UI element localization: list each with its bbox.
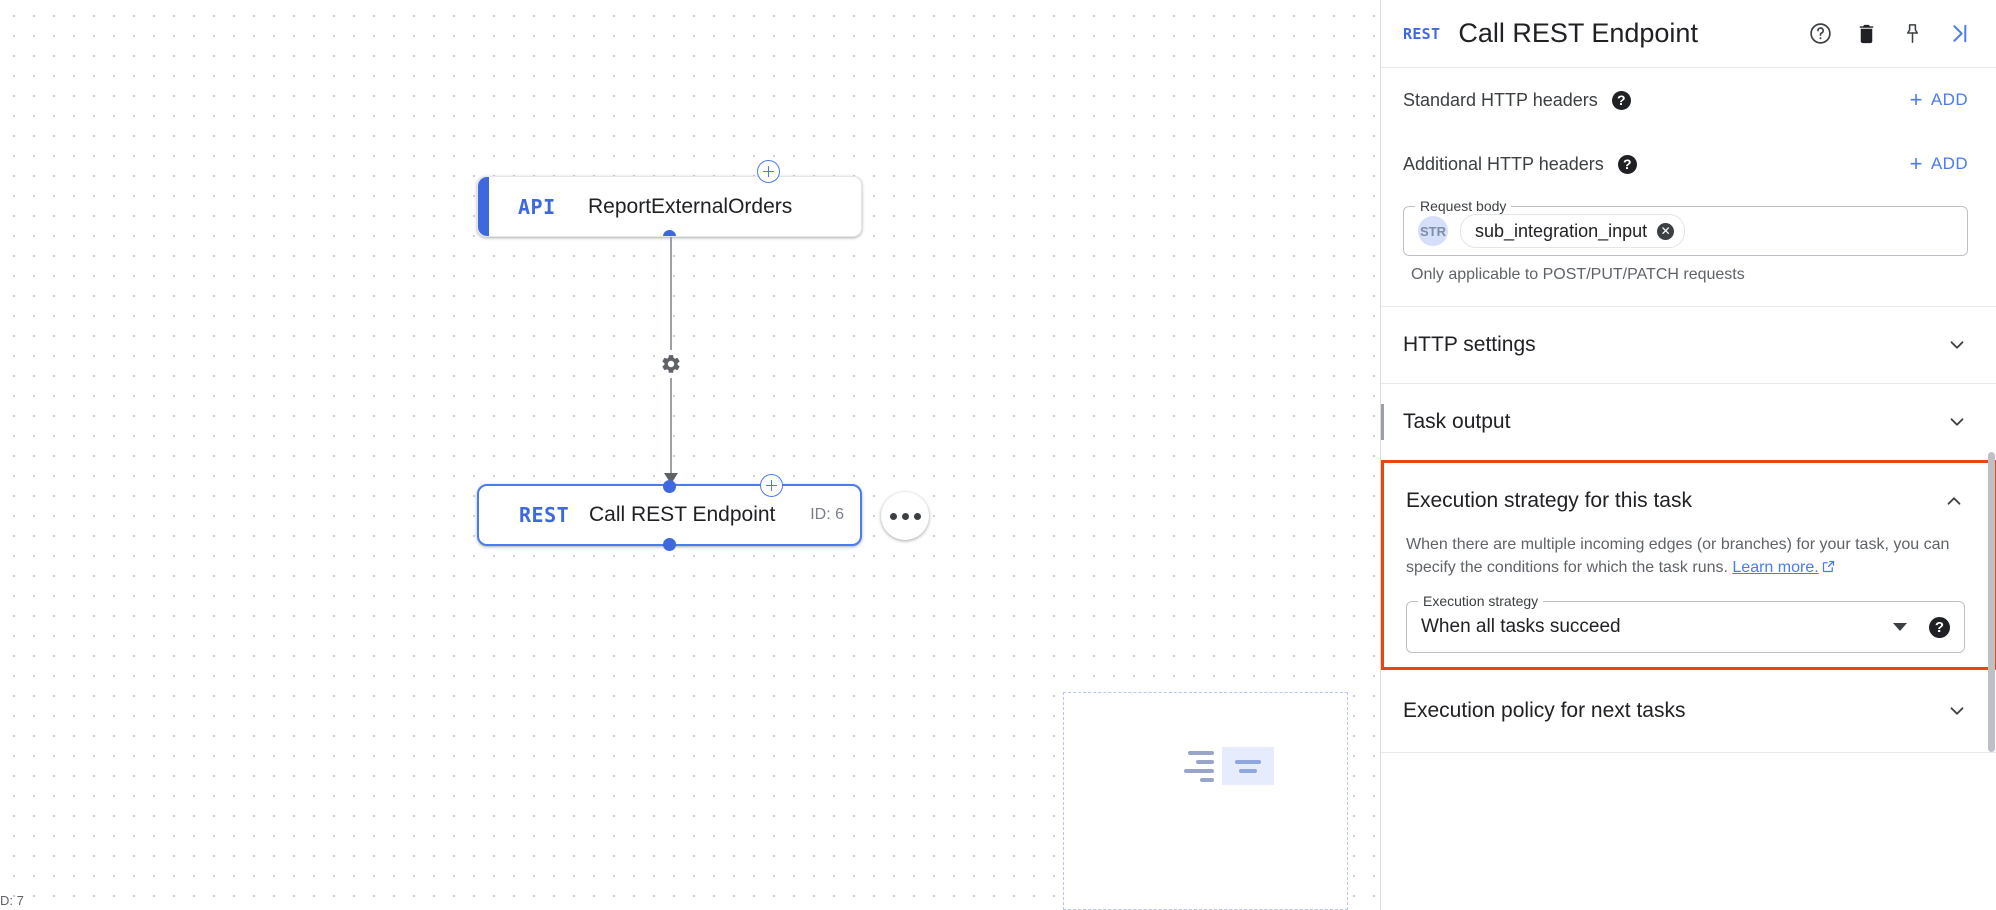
standard-http-headers-label: Standard HTTP headers: [1403, 89, 1598, 110]
plus-icon: +: [1909, 87, 1923, 112]
dot: [913, 512, 921, 520]
flow-canvas[interactable]: API ReportExternalOrders REST Call REST …: [0, 0, 1380, 910]
help-icon[interactable]: ?: [1617, 154, 1637, 174]
help-icon[interactable]: [1800, 14, 1840, 54]
canvas-minimap[interactable]: [1063, 692, 1348, 910]
dot: [901, 512, 909, 520]
gear-icon[interactable]: [657, 350, 685, 378]
flow-edge-arrow: [664, 473, 678, 484]
request-body-helper-text: Only applicable to POST/PUT/PATCH reques…: [1411, 266, 1745, 283]
chevron-down-icon[interactable]: [1893, 623, 1907, 632]
request-body-field[interactable]: Request body STR sub_integration_input ✕: [1403, 198, 1968, 256]
execution-strategy-value: When all tasks succeed: [1421, 616, 1621, 638]
spacer: [1381, 284, 1996, 306]
execution-strategy-legend: Execution strategy: [1418, 593, 1544, 610]
divider: [1381, 383, 1996, 384]
string-type-badge: STR: [1418, 216, 1448, 246]
chevron-down-icon[interactable]: [1946, 700, 1968, 722]
section-execution-strategy[interactable]: Execution strategy for this task: [1384, 463, 1993, 539]
divider: [1381, 752, 1996, 754]
close-icon[interactable]: ✕: [1657, 222, 1675, 240]
dot: [889, 512, 897, 520]
pin-icon[interactable]: [1892, 14, 1932, 54]
add-label: ADD: [1930, 90, 1968, 109]
request-body-variable-chip[interactable]: sub_integration_input ✕: [1460, 214, 1686, 248]
help-icon[interactable]: ?: [1929, 616, 1950, 638]
chip-label: sub_integration_input: [1475, 220, 1648, 241]
collapse-panel-icon[interactable]: [1938, 14, 1978, 54]
node-accent-bar: [478, 177, 489, 236]
chevron-down-icon[interactable]: [1946, 334, 1968, 356]
divider: [1381, 306, 1996, 307]
minimap-lines: [1184, 750, 1214, 782]
section-title: Task output: [1403, 410, 1511, 433]
section-title: HTTP settings: [1403, 333, 1536, 356]
node-type-badge: API: [518, 194, 556, 219]
add-additional-header-button[interactable]: + ADD: [1910, 153, 1968, 175]
node-input-connector[interactable]: [663, 479, 676, 493]
panel-header: REST Call REST Endpoint: [1381, 0, 1996, 68]
panel-rest-badge: REST: [1403, 24, 1441, 43]
description-text: When there are multiple incoming edges (…: [1406, 536, 1950, 577]
execution-strategy-description: When there are multiple incoming edges (…: [1384, 533, 1993, 581]
external-link-icon[interactable]: [1821, 558, 1836, 581]
section-http-settings[interactable]: HTTP settings: [1381, 307, 1996, 383]
minimap-content: [1184, 747, 1274, 785]
minimap-box: [1222, 747, 1274, 785]
node-id-label: ID: 6: [810, 506, 844, 523]
chevron-up-icon[interactable]: [1943, 490, 1965, 512]
chevron-down-icon[interactable]: [1946, 411, 1968, 433]
canvas-corner-text: D: 7: [0, 893, 24, 908]
additional-http-headers-label: Additional HTTP headers: [1403, 153, 1604, 174]
flow-node-rest-selected[interactable]: REST Call REST Endpoint ID: 6: [477, 479, 862, 551]
execution-strategy-section-highlight: Execution strategy for this task When th…: [1381, 460, 1996, 671]
page-title: Call REST Endpoint: [1458, 18, 1698, 48]
panel-scrollbar[interactable]: [1988, 452, 1995, 752]
section-task-output[interactable]: Task output: [1381, 384, 1996, 460]
add-label: ADD: [1930, 154, 1968, 173]
section-title: Execution policy for next tasks: [1403, 699, 1686, 723]
node-label: Call REST Endpoint: [589, 503, 776, 526]
help-icon[interactable]: ?: [1611, 90, 1631, 110]
node-label: ReportExternalOrders: [588, 194, 793, 218]
flow-node-api[interactable]: API ReportExternalOrders: [477, 176, 862, 237]
task-config-panel: REST Call REST Endpoint: [1380, 0, 1996, 910]
learn-more-link[interactable]: Learn more.: [1732, 559, 1819, 577]
delete-icon[interactable]: [1846, 14, 1886, 54]
node-output-connector[interactable]: [663, 229, 676, 236]
more-options-icon[interactable]: [881, 492, 929, 540]
scroll-indicator: [1381, 404, 1384, 440]
additional-http-headers-row: Additional HTTP headers ? + ADD: [1381, 132, 1996, 196]
plus-icon: +: [1909, 151, 1923, 176]
execution-strategy-select[interactable]: Execution strategy When all tasks succee…: [1406, 593, 1965, 654]
request-body-legend: Request body: [1415, 198, 1512, 214]
node-output-connector[interactable]: [663, 537, 676, 551]
panel-body: Standard HTTP headers ? + ADD Additional…: [1381, 68, 1996, 910]
section-execution-policy[interactable]: Execution policy for next tasks: [1381, 670, 1996, 752]
node-type-badge: REST: [519, 503, 570, 527]
section-title: Execution strategy for this task: [1406, 489, 1692, 512]
add-node-plus-icon-bottom[interactable]: [760, 474, 783, 497]
add-node-plus-icon-top[interactable]: [757, 160, 780, 183]
add-standard-header-button[interactable]: + ADD: [1910, 89, 1968, 111]
standard-http-headers-row: Standard HTTP headers ? + ADD: [1381, 68, 1996, 132]
